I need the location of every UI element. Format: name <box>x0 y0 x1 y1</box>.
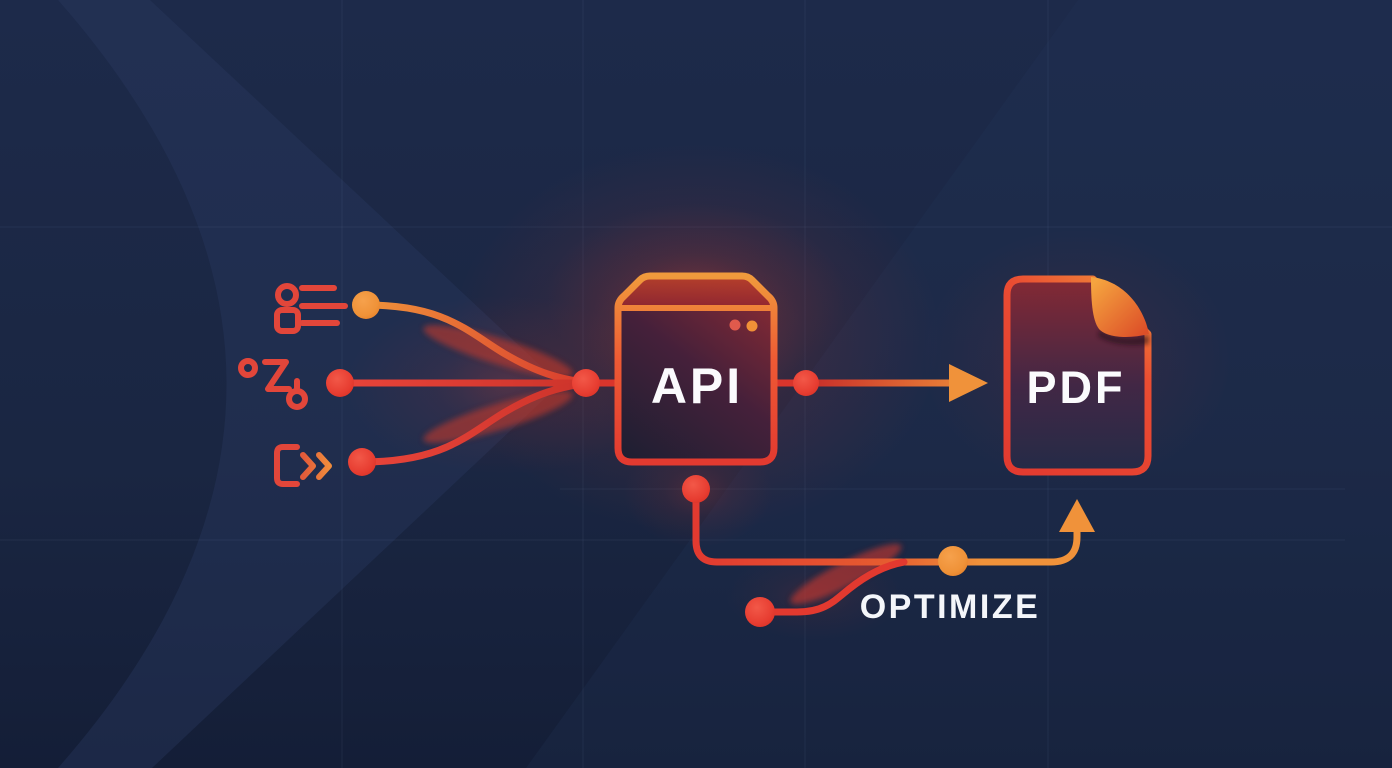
connector-dot <box>572 369 600 397</box>
flow-lines <box>336 301 1081 616</box>
pdf-node: PDF <box>1003 275 1152 476</box>
pdf-document-outline <box>1003 275 1152 476</box>
connector-dots <box>326 291 968 627</box>
flow-line-optimize-loop <box>692 494 1081 566</box>
flow-line-optimize-branch <box>768 558 908 616</box>
workflow-steps-icon <box>238 358 308 410</box>
connector-dot <box>745 597 775 627</box>
pdf-node-label: PDF <box>1027 362 1126 413</box>
connector-dot <box>682 475 710 503</box>
export-chevrons-icon <box>274 444 332 487</box>
connector-dot-orange <box>938 546 968 576</box>
bulleted-list-icon <box>274 283 348 334</box>
api-node: API <box>614 272 778 466</box>
arrow-right-icon <box>949 364 988 402</box>
api-node-label: API <box>651 358 743 414</box>
connector-dot-orange <box>352 291 380 319</box>
connector-dot <box>326 369 354 397</box>
background-chevron-left <box>58 0 560 768</box>
pdf-folded-corner <box>1091 277 1149 337</box>
connector-dot <box>793 370 819 396</box>
api-status-dot-red <box>729 319 741 331</box>
arrow-up-icon <box>1059 499 1095 532</box>
flow-line-bottom <box>358 379 596 466</box>
optimize-flow-label: OPTIMIZE <box>860 588 1041 626</box>
pdf-fold-shadow <box>1098 330 1149 346</box>
api-box-lid <box>618 276 774 308</box>
flow-line-top <box>362 301 596 387</box>
connector-dot <box>348 448 376 476</box>
api-box-outline <box>614 272 778 466</box>
api-status-dot-orange <box>746 320 758 332</box>
